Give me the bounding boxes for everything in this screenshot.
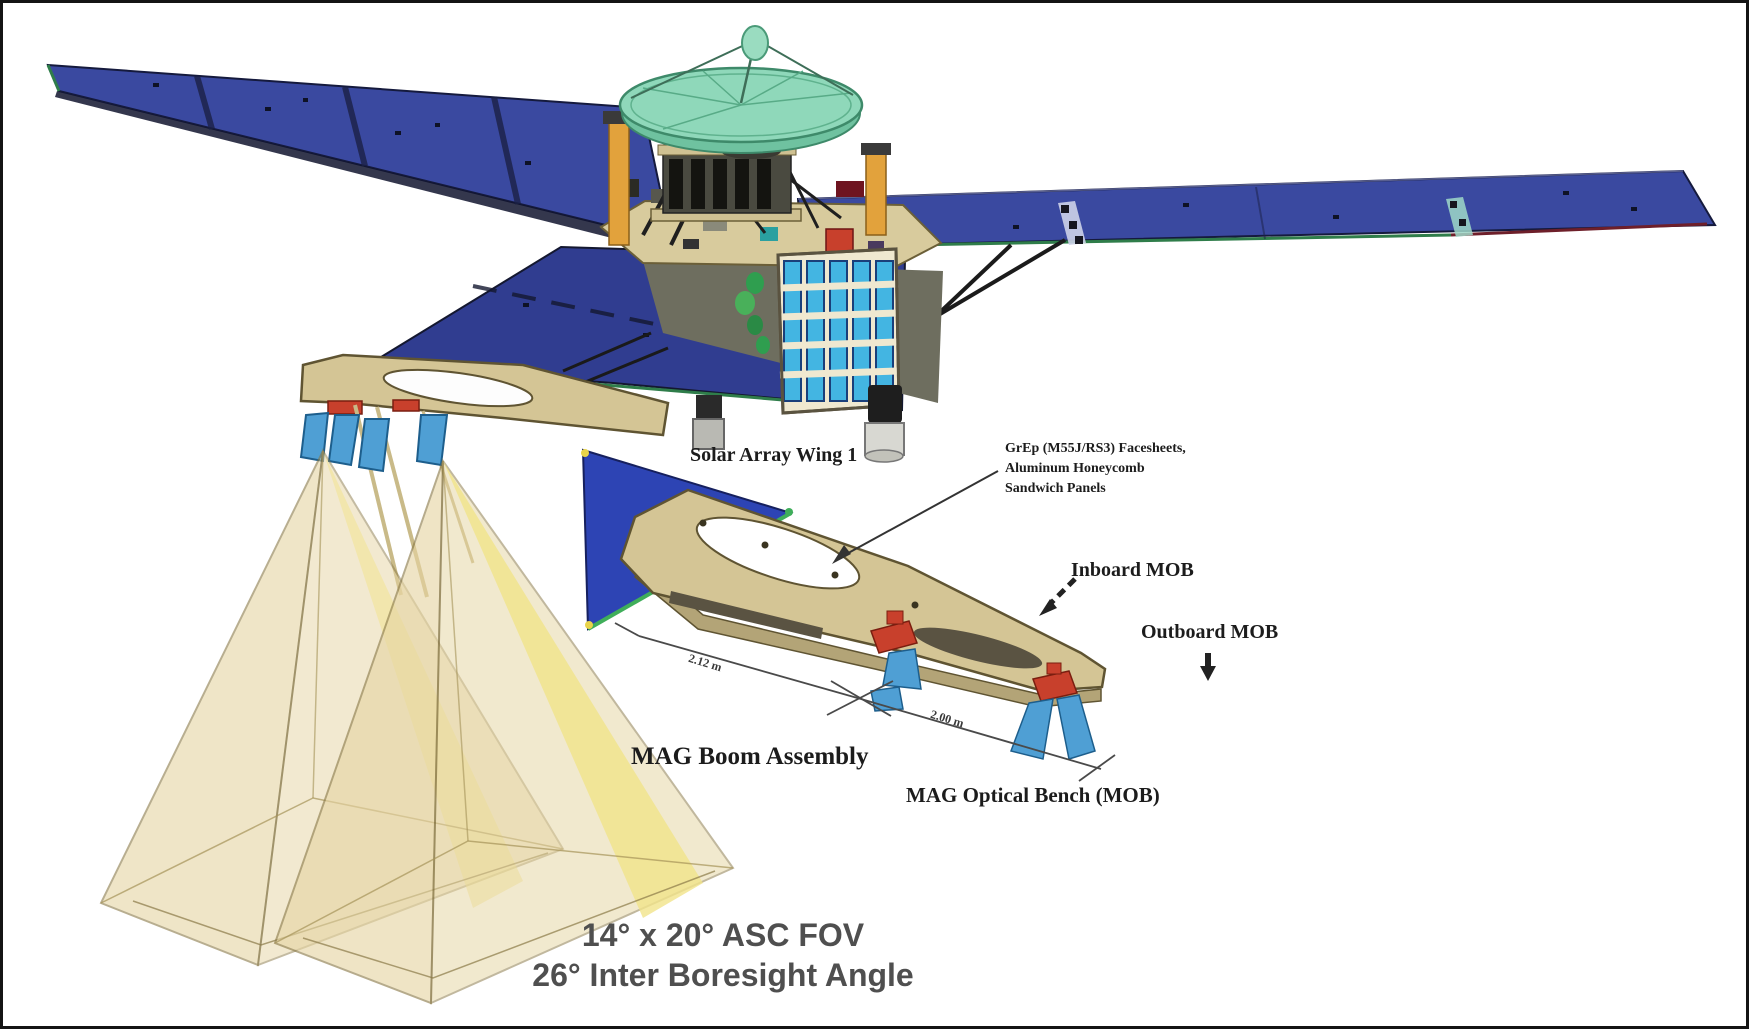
inset-mag-boom: [581, 448, 1216, 782]
mag-boom-main: [299, 353, 670, 598]
label-solar-array-wing: Solar Array Wing 1: [690, 444, 858, 466]
label-inboard-mob: Inboard MOB: [1071, 559, 1194, 581]
solar-array-wing-upper-left: [46, 63, 673, 252]
right-nozzle: [868, 385, 902, 423]
facesheet-leader-line: [840, 470, 999, 558]
label-outboard-mob: Outboard MOB: [1141, 621, 1279, 643]
asc-fov-line2: 26° Inter Boresight Angle: [532, 957, 914, 993]
asc-fov-cones: [99, 448, 735, 1005]
right-mast: [865, 152, 887, 236]
radiator-panel: [692, 247, 905, 463]
label-mag-optical-bench: MAG Optical Bench (MOB): [906, 783, 1160, 807]
asc-sensor-head: [327, 414, 361, 467]
left-mast: [608, 120, 630, 246]
left-nozzle: [696, 395, 722, 419]
dimension-lines: [614, 622, 1116, 782]
inboard-leader-arrow: [1047, 577, 1077, 607]
label-facesheet-note: GrEp (M55J/RS3) Facesheets, Aluminum Hon…: [1005, 439, 1186, 499]
asc-sensor-head: [415, 414, 449, 467]
asc-fov-line1: 14° x 20° ASC FOV: [581, 917, 865, 953]
spacecraft-diagram: [46, 25, 1717, 1005]
asc-sensor-head: [357, 418, 391, 473]
dish-feed: [741, 25, 769, 61]
label-mag-boom-assembly: MAG Boom Assembly: [631, 743, 869, 770]
high-gain-antenna: [618, 25, 864, 246]
facesheet-note-line2: Aluminum Honeycomb: [1005, 461, 1145, 476]
facesheet-note-line1: GrEp (M55J/RS3) Facesheets,: [1005, 441, 1186, 456]
facesheet-note-line3: Sandwich Panels: [1005, 481, 1106, 496]
label-asc-fov: 14° x 20° ASC FOV 26° Inter Boresight An…: [423, 915, 1023, 995]
